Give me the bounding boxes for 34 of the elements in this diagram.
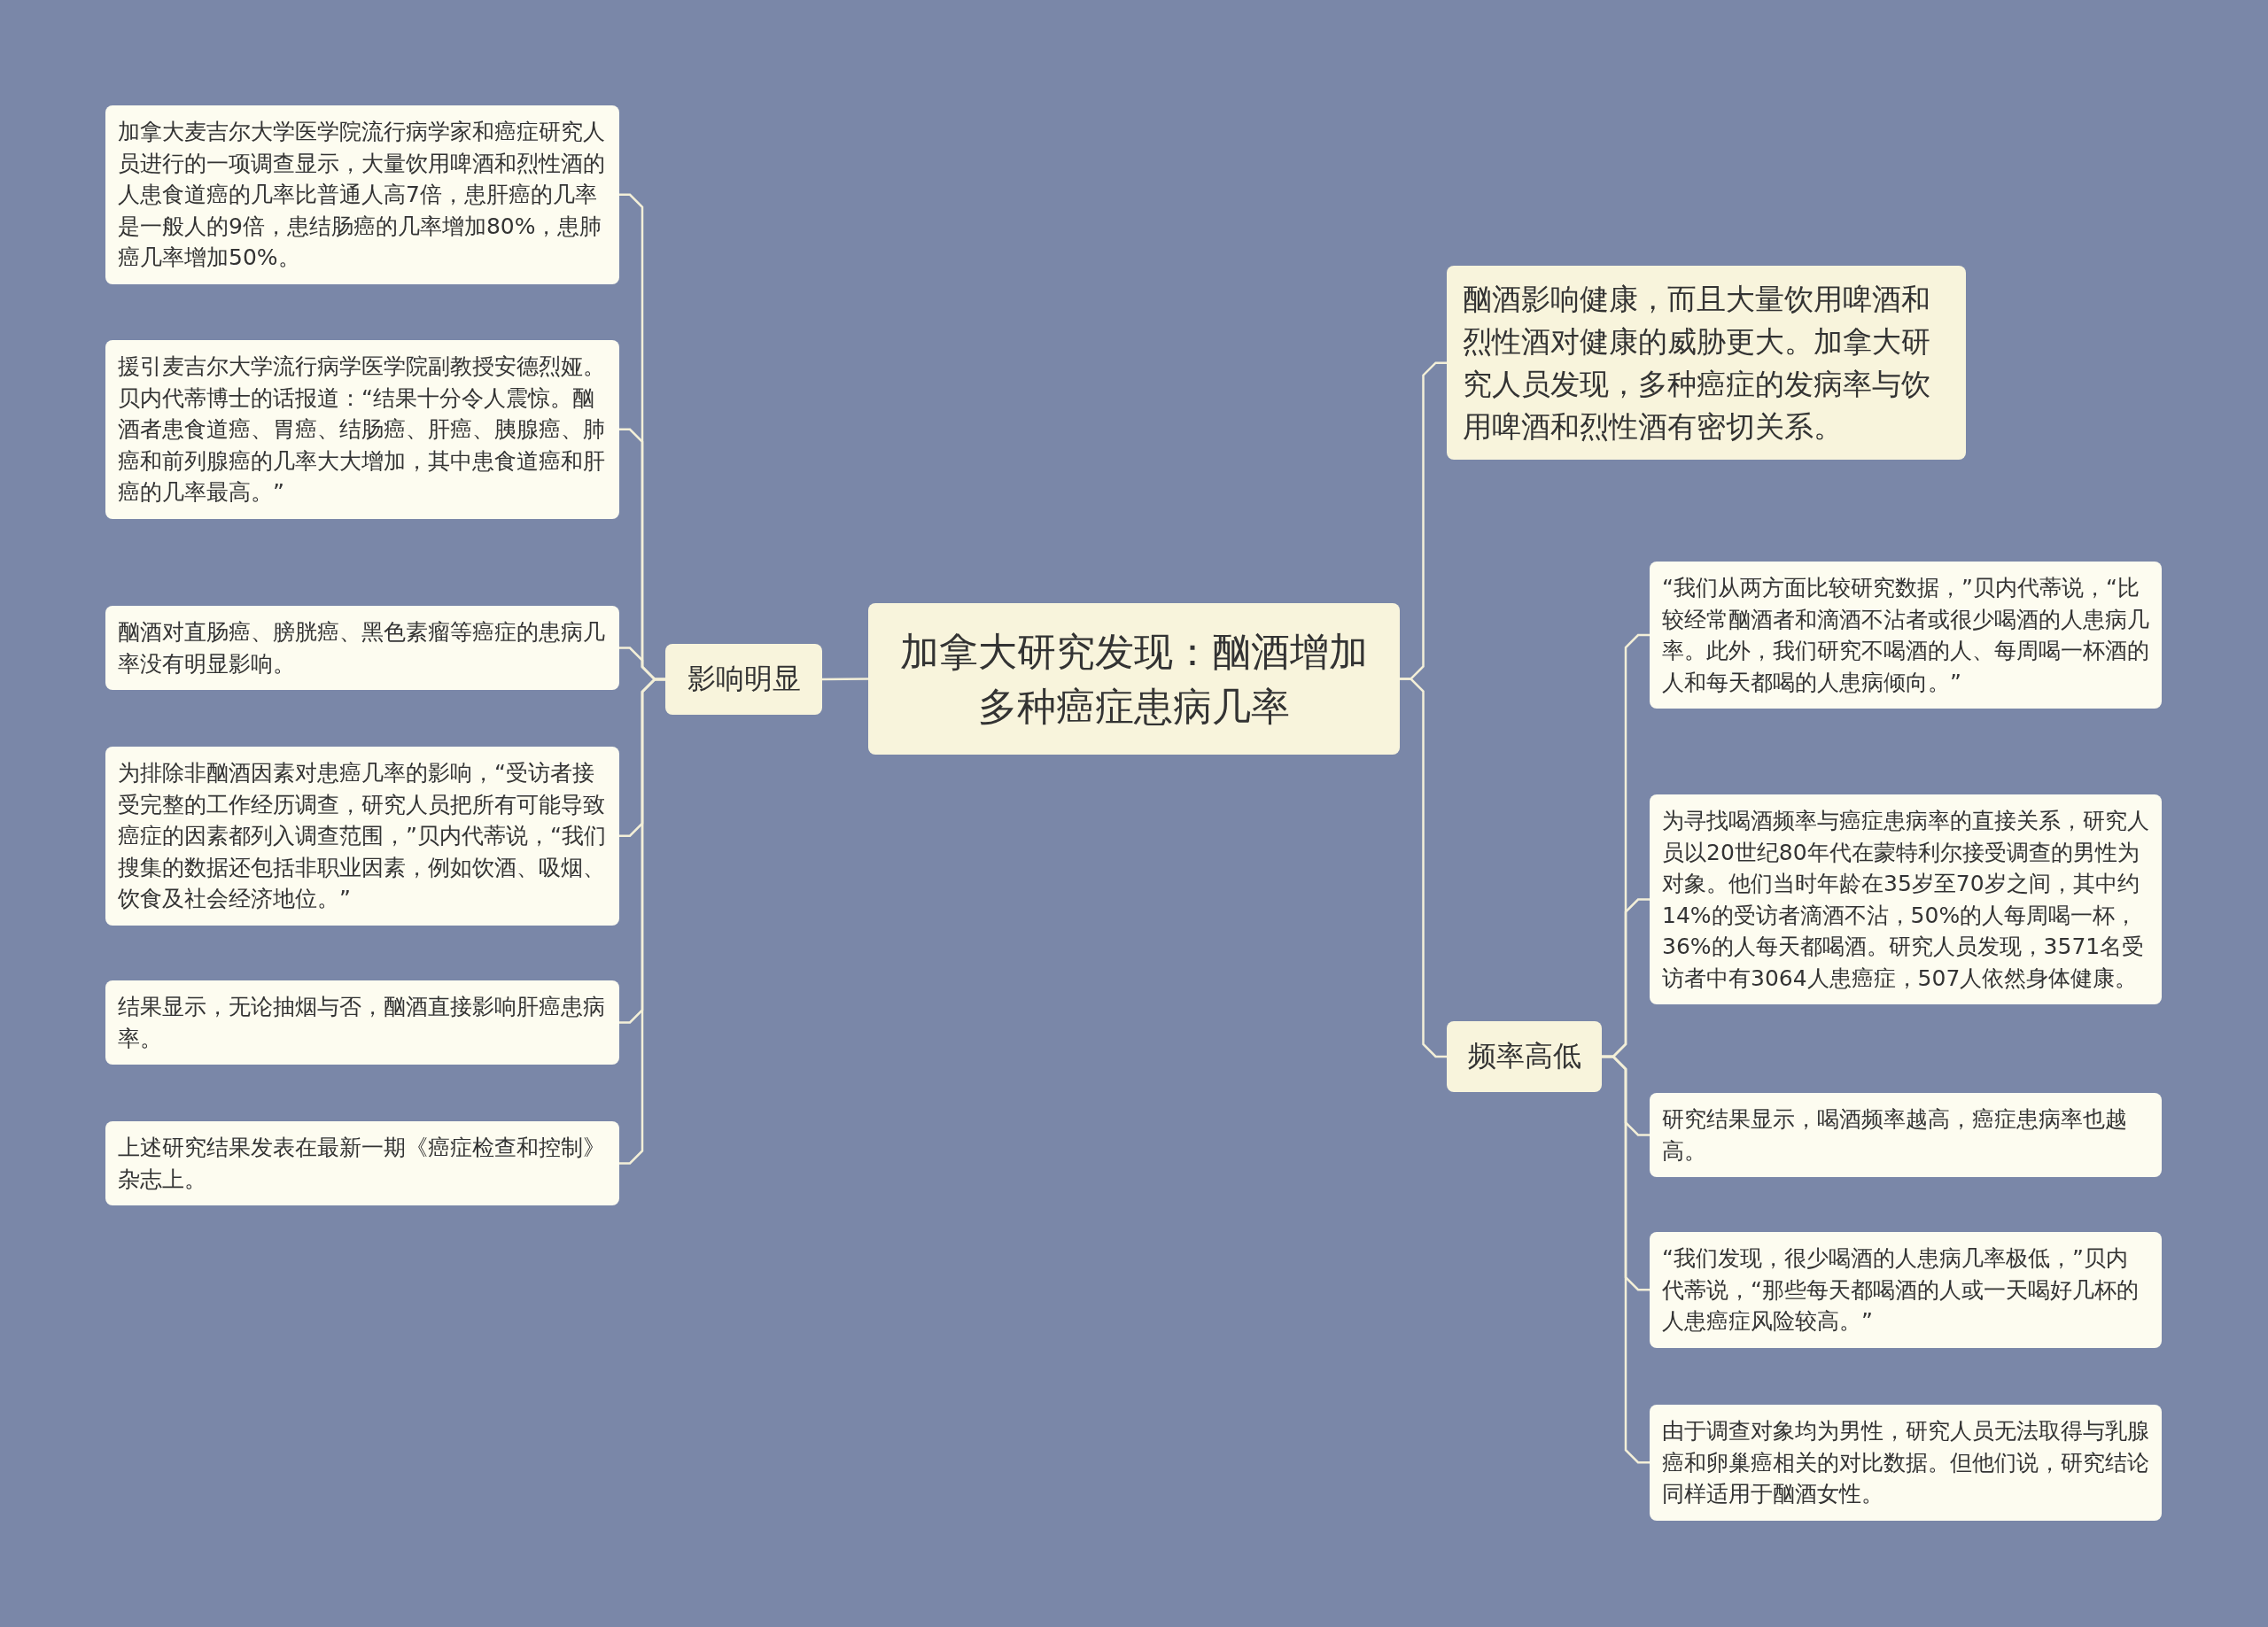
node-text: 影响明显 <box>687 661 801 698</box>
connector-line <box>1400 678 1447 1058</box>
node-text: 上述研究结果发表在最新一期《癌症检查和控制》杂志上。 <box>118 1134 606 1194</box>
branch-topic-box <box>665 644 822 715</box>
text-card <box>105 340 619 519</box>
node-text: 加拿大研究发现：酗酒增加多种癌症患病几率 <box>899 627 1369 731</box>
text-card <box>1650 1232 2162 1348</box>
text-card <box>105 606 619 690</box>
text-card <box>105 980 619 1065</box>
node-text: 频率高低 <box>1467 1038 1581 1075</box>
node-text: 研究结果显示，喝酒频率越高，癌症患病率也越高。 <box>1662 1105 2128 1166</box>
branch-topic-box <box>1447 1021 1602 1092</box>
connector-line <box>1602 1055 1650 1464</box>
node-text: 援引麦吉尔大学流行病学医学院副教授安德烈娅。贝内代蒂博士的话报道：“结果十分令人震惊。酗酒者患食道癌、胃癌、结肠癌、肝癌、胰腺癌、肺癌和前列腺癌的几率大大增加，其中患食道癌和肝癌的几率最高。” <box>118 353 606 507</box>
node-text: “我们从两方面比较研究数据，”贝内代蒂说，“比较经常酗酒者和滴酒不沾者或很少喝酒的人患病几率。此外，我们研究不喝酒的人、每周喝一杯酒的人和每天都喝的人患病倾向。” <box>1662 574 2149 697</box>
subtopic-box <box>1447 266 1966 461</box>
text-card <box>1650 562 2162 709</box>
text-card <box>105 1121 619 1205</box>
central-topic-box <box>868 603 1400 755</box>
node-text: 由于调查对象均为男性，研究人员无法取得与乳腺癌和卵巢癌相关的对比数据。但他们说，研究结论同样适用于酗酒女性。 <box>1662 1417 2149 1508</box>
node-text: 为寻找喝酒频率与癌症患病率的直接关系，研究人员以20世纪80年代在蒙特利尔接受调查的男性为对象。他们当时年龄在35岁至70岁之间，其中约14%的受访者滴酒不沾，50%的人每周喝一杯，36%的人每天都喝酒。研究人员发现，3571名受访者中有3064人患癌症，507人依然身体健康。 <box>1662 807 2149 993</box>
node-text: 酗酒影响健康，而且大量饮用啤酒和烈性酒对健康的威胁更大。加拿大研究人员发现，多种癌症的发病率与饮用啤酒和烈性酒有密切关系。 <box>1463 281 1931 445</box>
text-card <box>105 747 619 926</box>
node-text: “我们发现，很少喝酒的人患病几率极低，”贝内代蒂说，“那些每天都喝酒的人或一天喝好几杯的人患癌症风险较高。” <box>1662 1244 2140 1336</box>
node-text: 加拿大麦吉尔大学医学院流行病学家和癌症研究人员进行的一项调查显示，大量饮用啤酒和烈性酒的人患食道癌的几率比普通人高7倍，患肝癌的几率是一般人的9倍，患结肠癌的几率增加80%，患肺癌几率增加50%。 <box>118 118 606 272</box>
connector-line <box>619 678 665 1165</box>
text-card <box>1650 1405 2162 1521</box>
connector-line <box>822 678 868 681</box>
node-text: 结果显示，无论抽烟与否，酗酒直接影响肝癌患病率。 <box>118 993 606 1053</box>
text-card <box>1650 1093 2162 1177</box>
text-card <box>105 105 619 284</box>
text-card <box>1650 794 2162 1004</box>
node-text: 酗酒对直肠癌、膀胱癌、黑色素瘤等癌症的患病几率没有明显影响。 <box>118 618 606 678</box>
node-text: 为排除非酗酒因素对患癌几率的影响，“受访者接受完整的工作经历调查，研究人员把所有可能导致癌症的因素都列入调查范围，”贝内代蒂说，“我们搜集的数据还包括非职业因素，例如饮酒、吸烟、饮食及社会经济地位。” <box>118 759 607 913</box>
